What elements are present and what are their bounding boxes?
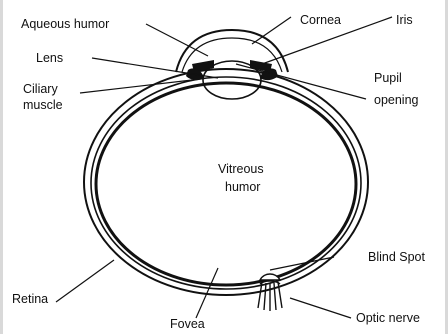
label-ciliary-line1: Ciliary [23,82,58,96]
optic-nerve-bundle [258,281,282,311]
label-vitreous-line2: humor [225,180,260,194]
label-iris: Iris [396,13,413,27]
label-aqueous-humor: Aqueous humor [21,17,109,31]
label-ciliary-line2: muscle [23,98,63,112]
blind-spot-mark [260,274,280,280]
leader-aqueous-humor [146,24,208,56]
label-pupil-line2: opening [374,93,419,107]
label-pupil-line1: Pupil [374,71,402,85]
lens-outline [203,61,261,99]
leader-optic-nerve [290,298,351,318]
leader-pupil [236,64,366,99]
leader-cornea [252,17,291,44]
label-fovea: Fovea [170,317,205,331]
label-retina: Retina [12,292,48,306]
label-cornea: Cornea [300,13,341,27]
label-lens: Lens [36,51,63,65]
label-blind-spot: Blind Spot [368,250,426,264]
label-vitreous-line1: Vitreous [218,162,264,176]
label-optic-nerve: Optic nerve [356,311,420,325]
leader-retina [56,260,114,302]
